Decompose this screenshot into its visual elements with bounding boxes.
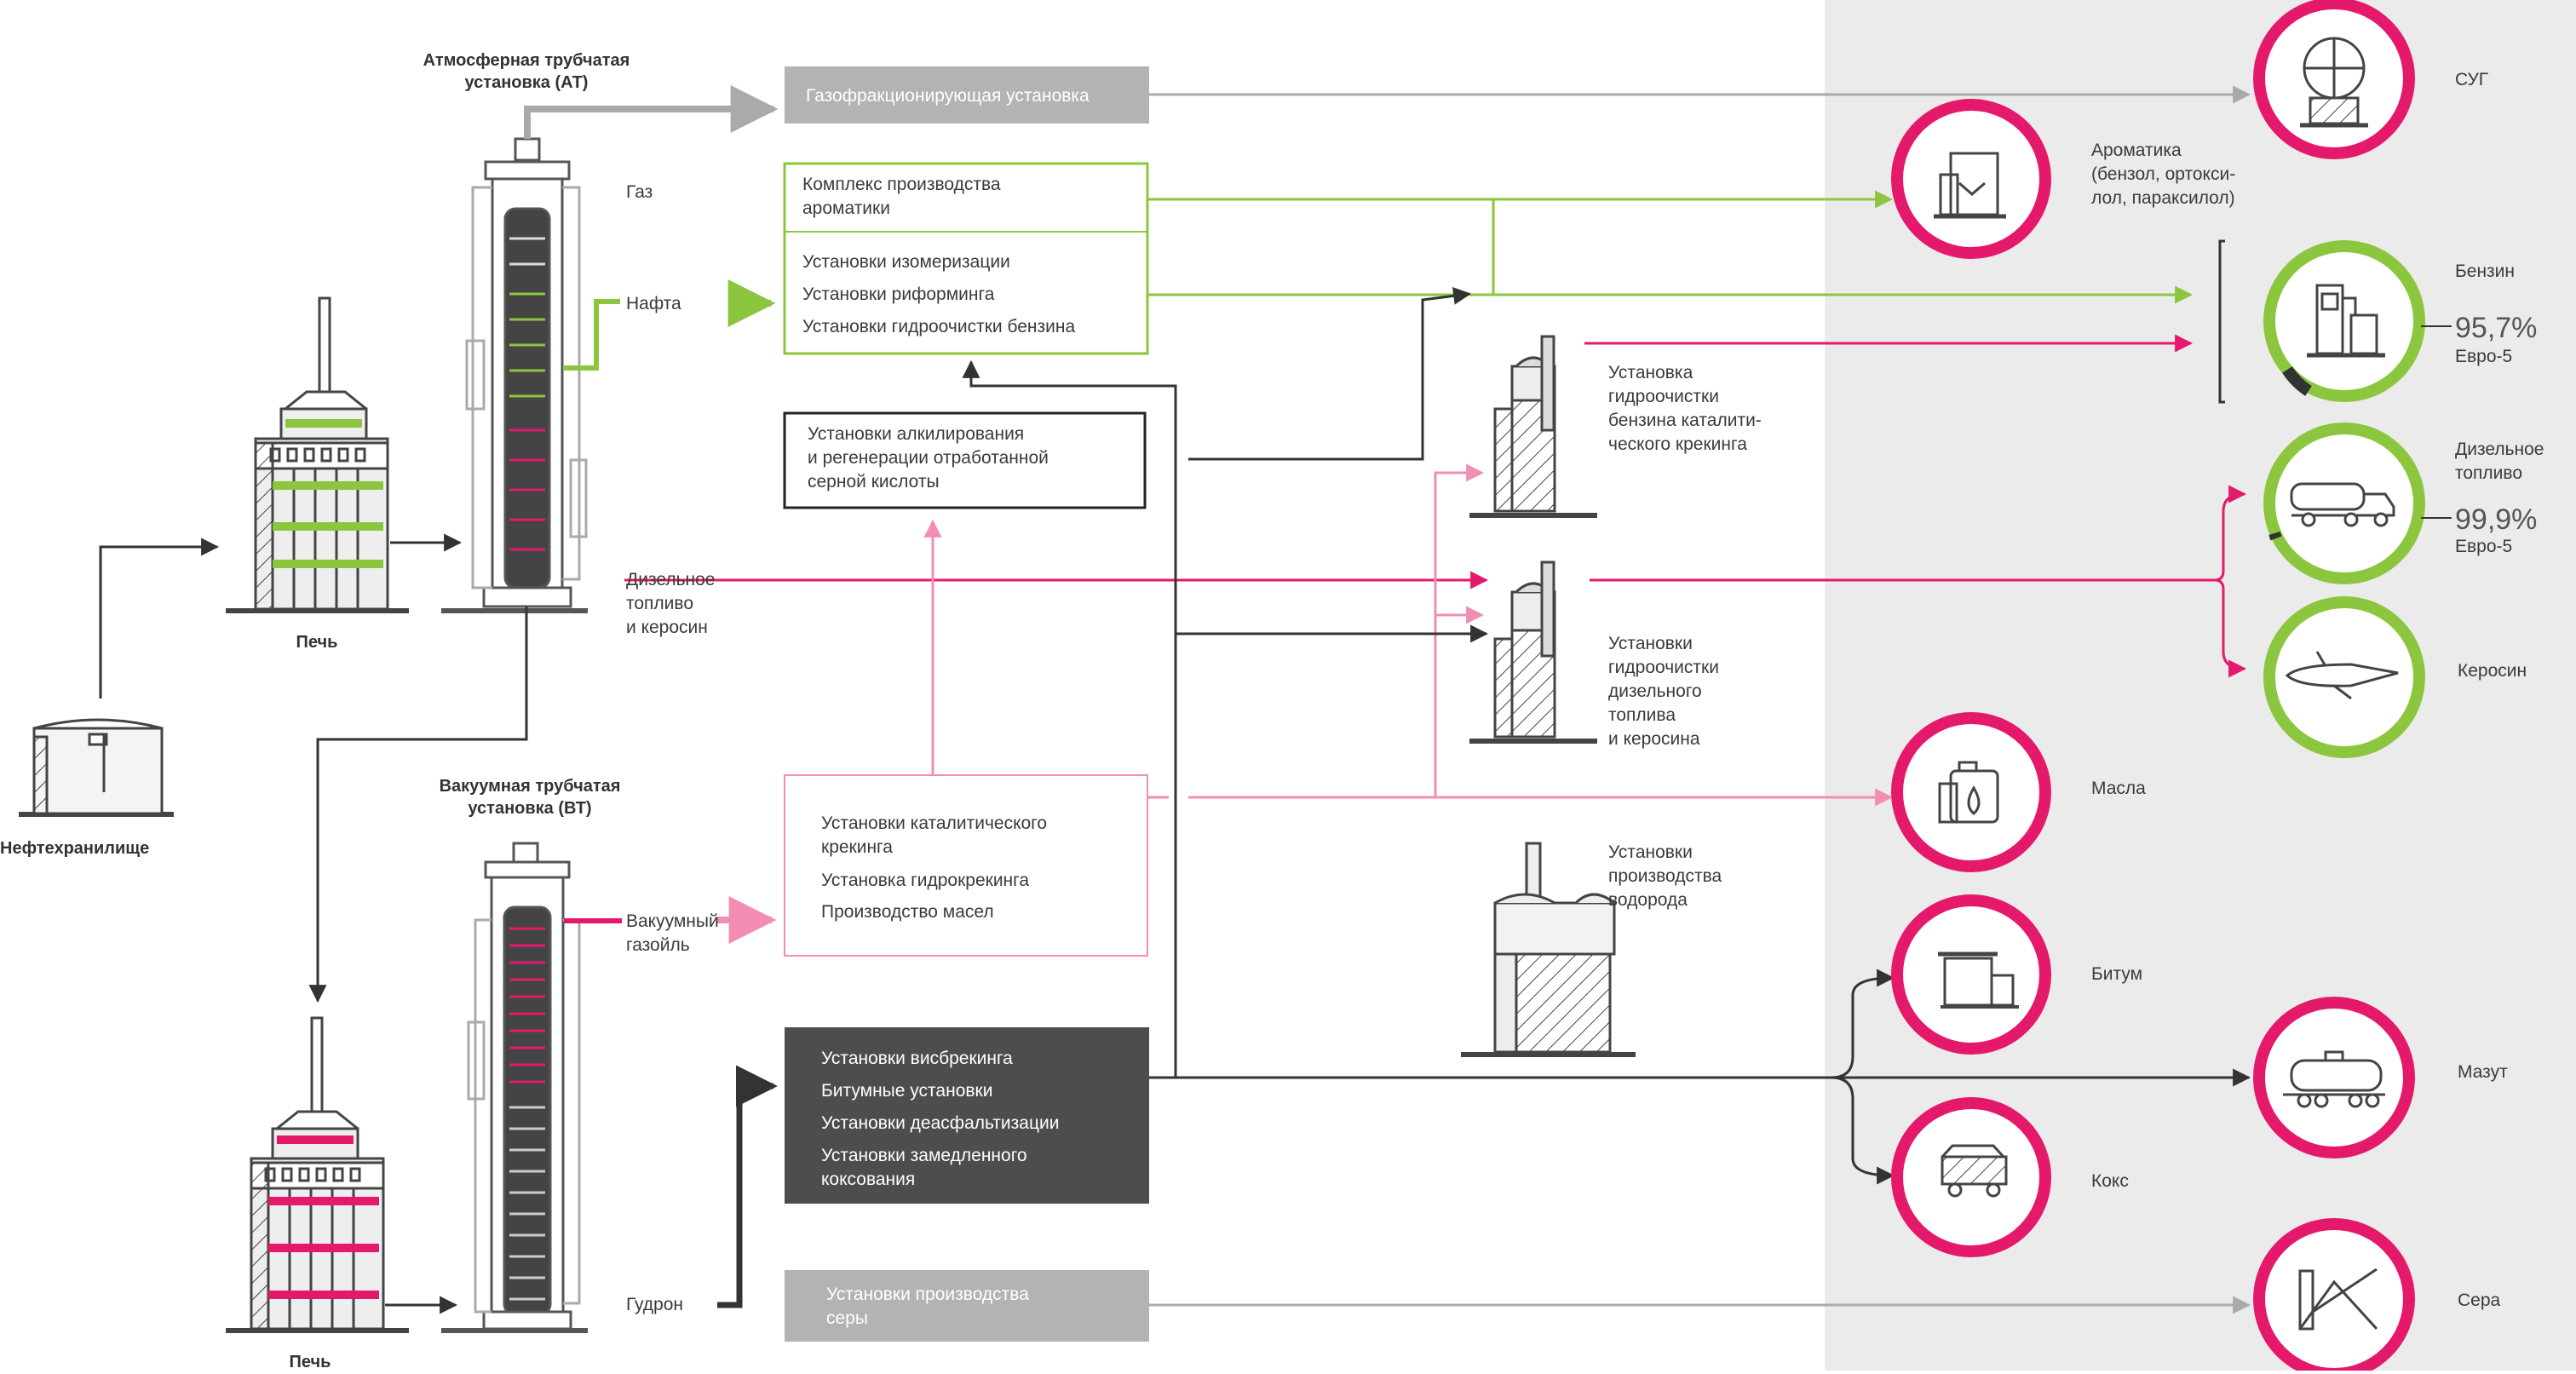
hydrogen-production-label: Установки производства водорода — [1608, 842, 1722, 910]
furnace-bottom-label: Печь — [289, 1353, 331, 1371]
gas-fractionation-box — [785, 66, 1149, 124]
diesel-hydrotreater-icon — [1469, 561, 1597, 744]
fuel-oil-label: Мазут — [2458, 1062, 2508, 1082]
gasoline-pct: 95,7% — [2455, 312, 2538, 344]
catalytic-cracking-label: Установки каталитического крекинга — [821, 813, 1048, 857]
hydrocracking-label: Установка гидрокрекинга — [821, 871, 1030, 890]
gasoline-standard: Евро-5 — [2455, 347, 2513, 366]
lpg-label: СУГ — [2455, 70, 2489, 89]
isomerization-label: Установки изомеризации — [802, 252, 1010, 272]
vt-title: Вакуумная трубчатая установка (ВТ) — [439, 777, 621, 818]
atmospheric-column-trays — [509, 237, 545, 551]
tanker-truck-icon — [2290, 482, 2395, 527]
diesel-label: Дизельное топливо — [2455, 440, 2544, 483]
bitumen-units-label: Битумные установки — [821, 1081, 993, 1101]
oil-storage-tank-icon — [19, 718, 174, 817]
delayed-coking-label: Установки замедленного коксования — [821, 1146, 1027, 1189]
vacuum-column-trays-pink — [509, 927, 545, 1084]
gasoline-hydrotreating-label: Установки гидроочистки бензина — [802, 317, 1076, 336]
diesel-pct: 99,9% — [2455, 503, 2538, 536]
cracking-box — [784, 774, 1148, 957]
deasphalting-label: Установки деасфальтизации — [821, 1113, 1060, 1133]
kerosene-label: Керосин — [2458, 661, 2527, 681]
oils-label: Масла — [2091, 779, 2146, 798]
fuel-pump-icon — [2307, 284, 2385, 358]
at-title: Атмосферная трубчатая установка (АТ) — [423, 51, 630, 92]
heavy-residue-box — [785, 1027, 1149, 1204]
airplane-icon — [2285, 651, 2399, 700]
alkylation-label: Установки алкилирования и регенерации от… — [808, 424, 1049, 492]
furnace-bottom-icon — [226, 1016, 409, 1333]
diesel-hydrotreating-label: Установки гидроочистки дизельного топлив… — [1608, 634, 1719, 749]
aromatics-circle — [1891, 99, 2051, 259]
bitumen-circle — [1891, 894, 2051, 1055]
coke-label: Кокс — [2091, 1171, 2129, 1191]
vacuum-gasoil-label: Вакуумный газойль — [626, 911, 719, 955]
sulfur-production-label: Установки производства серы — [826, 1285, 1029, 1328]
diesel-standard: Евро-5 — [2455, 537, 2513, 556]
cat-gasoline-hydrotreating-label: Установка гидроочистки бензина каталити-… — [1608, 363, 1762, 454]
fuel-oil-circle — [2253, 997, 2415, 1158]
furnace-top-label: Печь — [296, 633, 338, 652]
gasoline-circle — [2263, 240, 2425, 402]
coke-wagon-icon — [1941, 1144, 2008, 1198]
gasoline-units-box — [783, 162, 1149, 355]
kerosene-circle — [2263, 596, 2425, 758]
naphtha-label: Нафта — [626, 294, 681, 313]
furnace-bottom-pink-bands — [268, 1135, 379, 1299]
hydrogen-unit-icon — [1461, 842, 1636, 1057]
aromatics-complex-label: Комплекс производства ароматики — [802, 175, 1001, 218]
tar-label: Гудрон — [626, 1295, 683, 1314]
furnace-top-green-bands — [273, 419, 383, 568]
oil-canister-icon — [1938, 761, 1999, 824]
bitumen-label: Битум — [2091, 964, 2143, 984]
vacuum-column-trays-grey — [509, 1106, 545, 1301]
sulfur-box — [785, 1270, 1149, 1342]
cat-gasoline-hydrotreater-icon — [1469, 335, 1597, 518]
diesel-circle — [2263, 423, 2425, 584]
visbreaking-label: Установки висбрекинга — [821, 1049, 1013, 1068]
gas-fractionation-label: Газофракционирующая установка — [806, 86, 1090, 106]
gauge-dark-segments — [2268, 365, 2313, 541]
aromatics-label: Ароматика (бензол, ортокси- лол, паракси… — [2091, 141, 2236, 208]
sulfur-label: Сера — [2458, 1291, 2501, 1310]
gas-label: Газ — [626, 182, 653, 202]
oil-production-label: Производство масел — [821, 902, 994, 922]
bitumen-tank-icon — [1938, 951, 2019, 1009]
chemical-plant-icon — [1934, 152, 2006, 219]
gasoline-bracket — [2218, 239, 2225, 404]
reforming-label: Установки риформинга — [802, 285, 995, 304]
rail-tank-car-icon — [2283, 1050, 2385, 1108]
gasoline-label: Бензин — [2455, 262, 2516, 281]
atmospheric-column-icon — [441, 137, 588, 613]
sulfur-pile-icon — [2298, 1268, 2378, 1331]
flow-lines — [99, 85, 2251, 1314]
diesel-kerosene-label: Дизельное топливо и керосин — [626, 570, 716, 637]
storage-label: Нефтехранилище — [0, 839, 150, 858]
gas-sphere-icon — [2300, 37, 2368, 128]
alkylation-box — [783, 411, 1147, 509]
